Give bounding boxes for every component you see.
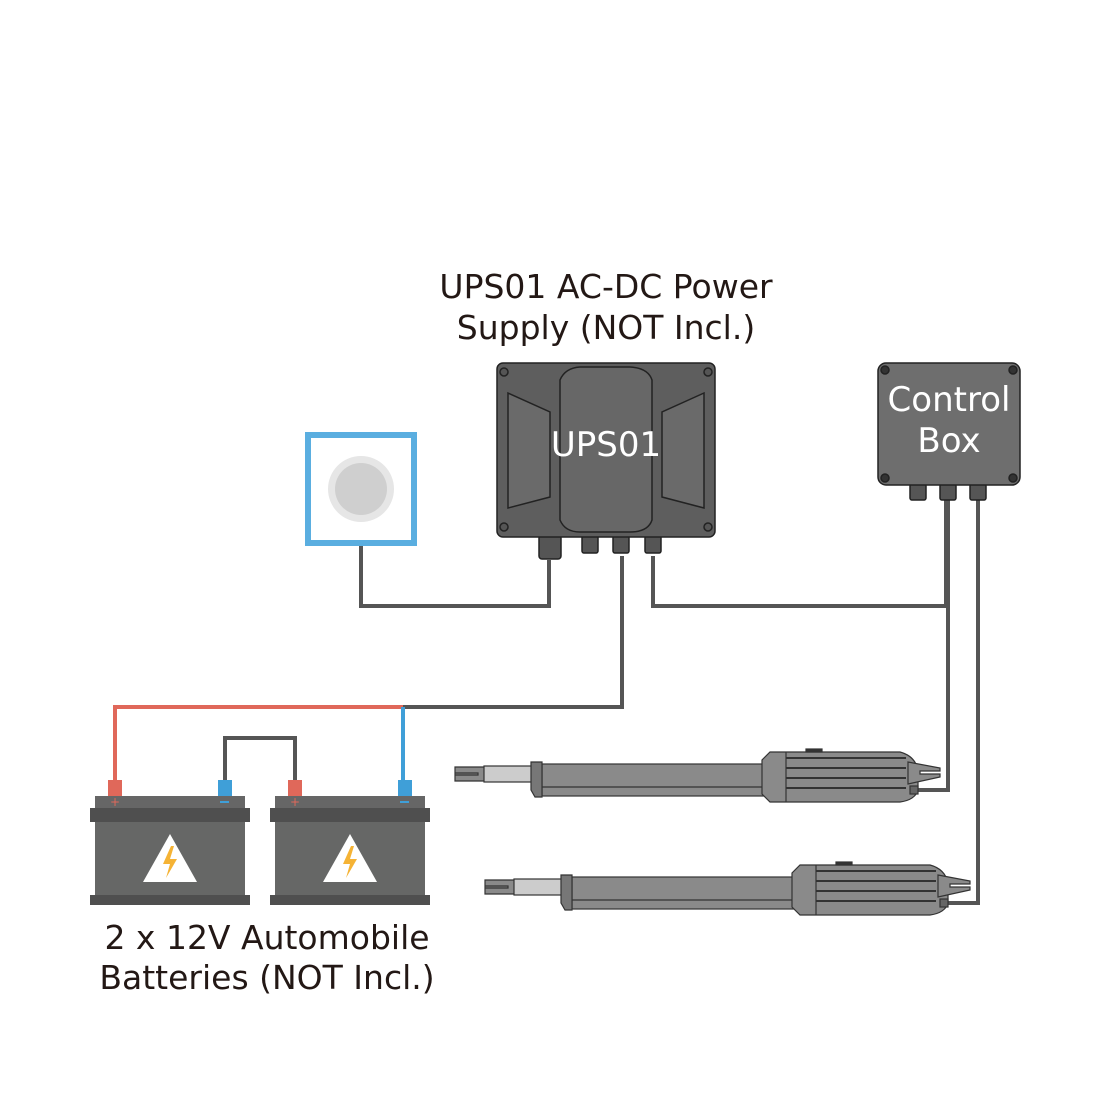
actuator-fork xyxy=(484,879,516,895)
batteries-label-line2: Batteries (NOT Incl.) xyxy=(99,958,435,997)
wire-control-to-actuator-2 xyxy=(946,500,980,905)
wires xyxy=(223,500,980,905)
cable-gland xyxy=(909,785,919,795)
ups-box xyxy=(496,362,716,560)
actuator-rod xyxy=(483,765,533,783)
actuator-fork xyxy=(454,766,486,782)
negative-terminal xyxy=(218,780,232,796)
lightning-warning-icon xyxy=(343,846,357,878)
control-box xyxy=(877,362,1021,501)
wire-outlet-to-ups xyxy=(359,545,551,608)
gate-actuator-icon xyxy=(484,861,971,916)
gate-actuator-icon xyxy=(454,748,941,803)
minus-mark xyxy=(220,801,229,803)
motor-cap xyxy=(805,748,823,753)
power-supply-label-line2: Supply (NOT Incl.) xyxy=(456,308,756,347)
battery-top xyxy=(95,796,245,808)
wire-positive xyxy=(113,705,403,782)
battery-lid xyxy=(270,808,430,822)
cable-gland xyxy=(939,898,949,908)
wire-ups-to-batteries xyxy=(403,556,624,709)
battery-icon: + xyxy=(90,780,250,905)
wire-control-to-actuator-1 xyxy=(916,500,950,792)
wall-outlet-icon xyxy=(305,432,417,546)
actuator-tube xyxy=(541,763,767,797)
actuator-rod xyxy=(513,878,563,896)
actuator-tube xyxy=(571,876,797,910)
power-supply-label-line1: UPS01 AC-DC Power xyxy=(439,267,773,306)
motor-cap xyxy=(835,861,853,866)
plus-mark: + xyxy=(110,795,120,809)
battery-base xyxy=(90,895,250,905)
minus-mark xyxy=(400,801,409,803)
wire-battery-link xyxy=(223,736,297,782)
batteries-label-line1: 2 x 12V Automobile xyxy=(104,918,430,957)
control-box-label-line1: Control xyxy=(887,380,1011,420)
positive-terminal xyxy=(108,780,122,796)
battery-base xyxy=(270,895,430,905)
actuator-rear-mount xyxy=(907,761,941,785)
battery-top xyxy=(275,796,425,808)
actuator-rear-mount xyxy=(937,874,971,898)
actuator-collar xyxy=(530,761,543,798)
lightning-warning-icon xyxy=(163,846,177,878)
positive-terminal xyxy=(288,780,302,796)
negative-terminal xyxy=(398,780,412,796)
ups-box-label: UPS01 xyxy=(550,425,662,465)
plus-mark: + xyxy=(290,795,300,809)
battery-icon: + xyxy=(270,780,430,905)
battery-lid xyxy=(90,808,250,822)
actuator-collar xyxy=(560,874,573,911)
control-box-label-line2: Box xyxy=(917,421,981,461)
